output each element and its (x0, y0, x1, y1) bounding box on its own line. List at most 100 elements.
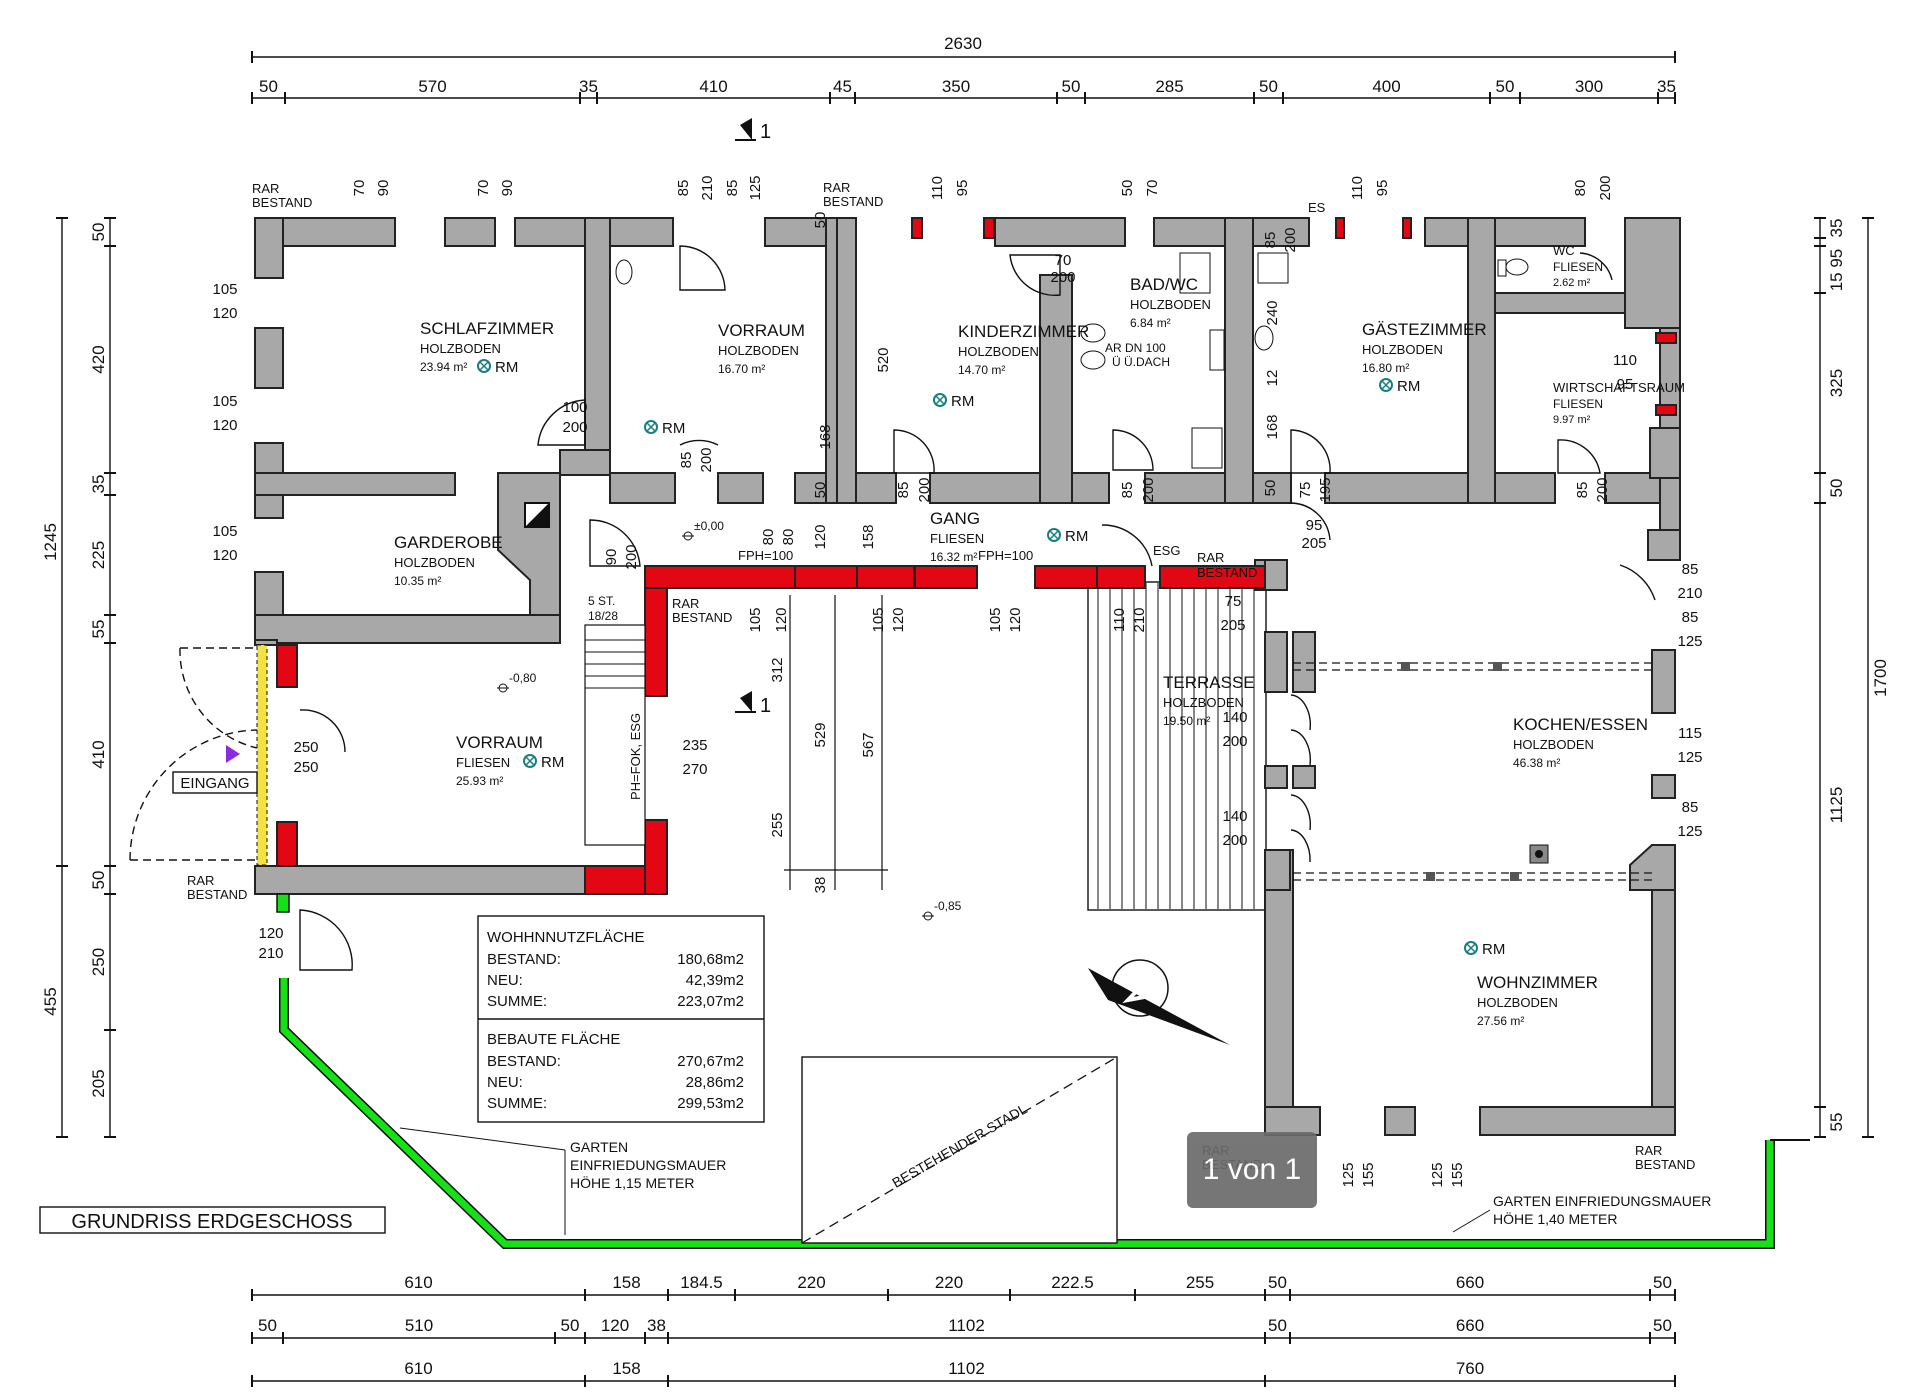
opening-dimension: 210 (1131, 607, 1148, 632)
room-name: GÄSTEZIMMER (1362, 320, 1487, 339)
rm-socket-cross (935, 395, 945, 405)
doors (299, 245, 1656, 971)
opening-dimension: 50 (1262, 480, 1279, 497)
bottom-dimension: 220 (797, 1273, 825, 1292)
right-outer-dimension: 1700 (1871, 659, 1890, 697)
area-row-6-value: 299,53m2 (677, 1095, 744, 1112)
section-marker-top: 1 (735, 118, 771, 143)
opening-dimension: 80 (780, 529, 797, 546)
opening-dimension: 105 (212, 523, 237, 540)
opening-dimension: 125 (1677, 823, 1702, 840)
opening-dimension: 168 (817, 424, 834, 449)
bottom-dimension: 50 (1268, 1316, 1287, 1335)
rm-label: RM (495, 359, 518, 376)
opening-dimension: 85 (675, 180, 692, 197)
opening-dimension: 110 (1111, 608, 1128, 632)
opening-dimension: 70 (1055, 252, 1072, 269)
room-floor: FLIESEN (456, 755, 510, 770)
opening-dimension: 115 (1678, 725, 1702, 742)
bottom-dimension: 184.5 (680, 1273, 723, 1292)
esg-label: ESG (1153, 543, 1180, 558)
top-total-dimension: 2630 (944, 34, 982, 53)
eingang-label-box (172, 771, 258, 794)
garden-label-2b: HÖHE 1,40 METER (1493, 1210, 1617, 1227)
opening-dimension: 120 (1007, 607, 1024, 632)
area-table: WOHHNNUTZFLÄCHE BESTAND: 180,68m2 NEU: 4… (477, 915, 765, 1123)
opening-dimension: 270 (682, 761, 707, 778)
room-area: 16.70 m² (718, 362, 765, 376)
area-heading-1: WOHHNNUTZFLÄCHE (487, 929, 645, 946)
bestand-label-1: BESTAND (252, 195, 312, 210)
rar-label-2: RAR (823, 180, 850, 195)
left-inner-dimension: 410 (89, 740, 108, 768)
opening-dimension: 105 (870, 607, 887, 632)
area-row-3-value: 223,07m2 (677, 993, 744, 1010)
garden-label-1c: HÖHE 1,15 METER (570, 1174, 694, 1191)
rm-socket-cross (1049, 530, 1059, 540)
opening-dimension: 155 (1449, 1162, 1466, 1187)
opening-dimension: 158 (860, 524, 877, 549)
room-name: VORRAUM (456, 733, 543, 752)
opening-dimension: 195 (1317, 477, 1334, 502)
room-floor: HOLZBODEN (1130, 297, 1211, 312)
level-label-3: -0,85 (934, 899, 962, 913)
rm-socket-cross (1466, 943, 1476, 953)
room-name: VORRAUM (718, 321, 805, 340)
opening-dimension: 85 (1682, 561, 1699, 578)
opening-dimension: 200 (1282, 227, 1299, 252)
rm-label: RM (662, 420, 685, 437)
rar-label-7: RAR (1635, 1143, 1662, 1158)
right-inner-dimension: 35 (1827, 219, 1846, 238)
bottom-dimension: 510 (405, 1316, 433, 1335)
bottom-dimension: 660 (1456, 1273, 1484, 1292)
opening-dimension: 95 (1306, 517, 1323, 534)
opening-dimension: 125 (747, 175, 764, 200)
opening-dimension: 120 (212, 305, 237, 322)
opening-dimension: 50 (812, 482, 829, 499)
bottom-dimension: 50 (1268, 1273, 1287, 1292)
bottom-dimension: 1102 (948, 1359, 985, 1378)
room-name: WOHNZIMMER (1477, 973, 1598, 992)
opening-dimension: 85 (724, 180, 741, 197)
gang-dimension-lines (784, 595, 888, 890)
rm-socket-icon (644, 420, 658, 434)
area-row-6-label: SUMME: (487, 1095, 547, 1112)
top-dimension: 285 (1155, 77, 1183, 96)
area-row-1-label: BESTAND: (487, 951, 561, 968)
room-floor: HOLZBODEN (718, 343, 799, 358)
fph-label-2: FPH=100 (978, 548, 1033, 563)
left-inner-dimension: 50 (89, 223, 108, 242)
left-inner-dimension: 205 (89, 1069, 108, 1097)
opening-dimension: 120 (212, 547, 237, 564)
room-floor: FLIESEN (930, 531, 984, 546)
opening-dimension: 200 (698, 447, 715, 472)
opening-dimension: 120 (890, 607, 907, 632)
opening-dimension: 38 (812, 877, 829, 894)
opening-dimension: 105 (212, 393, 237, 410)
ar-dn-label-1: AR DN 100 (1105, 341, 1166, 355)
opening-dimension: 255 (769, 812, 786, 837)
bottom-dimension: 660 (1456, 1316, 1484, 1335)
left-inner-dimension: 225 (89, 541, 108, 569)
opening-dimension: 105 (747, 607, 764, 632)
room-floor: FLIESEN (1553, 260, 1603, 274)
lower-walls (1292, 631, 1416, 1136)
area-row-5-label: NEU: (487, 1074, 523, 1091)
opening-dimension: 210 (1677, 585, 1702, 602)
level-marker-2: -0,80 (497, 671, 537, 693)
opening-dimension: 140 (1222, 808, 1247, 825)
bestand-label-7: BESTAND (1635, 1157, 1695, 1172)
section-mark-top: 1 (760, 121, 771, 143)
new-walls (276, 217, 1677, 895)
room-name: TERRASSE (1163, 673, 1255, 692)
opening-dimension: 110 (929, 176, 946, 200)
bestand-label-5: BESTAND (187, 887, 247, 902)
area-row-2-label: NEU: (487, 972, 523, 989)
top-dimension: 570 (418, 77, 446, 96)
room-area: 2.62 m² (1553, 277, 1591, 289)
opening-dimension: 200 (1222, 733, 1247, 750)
